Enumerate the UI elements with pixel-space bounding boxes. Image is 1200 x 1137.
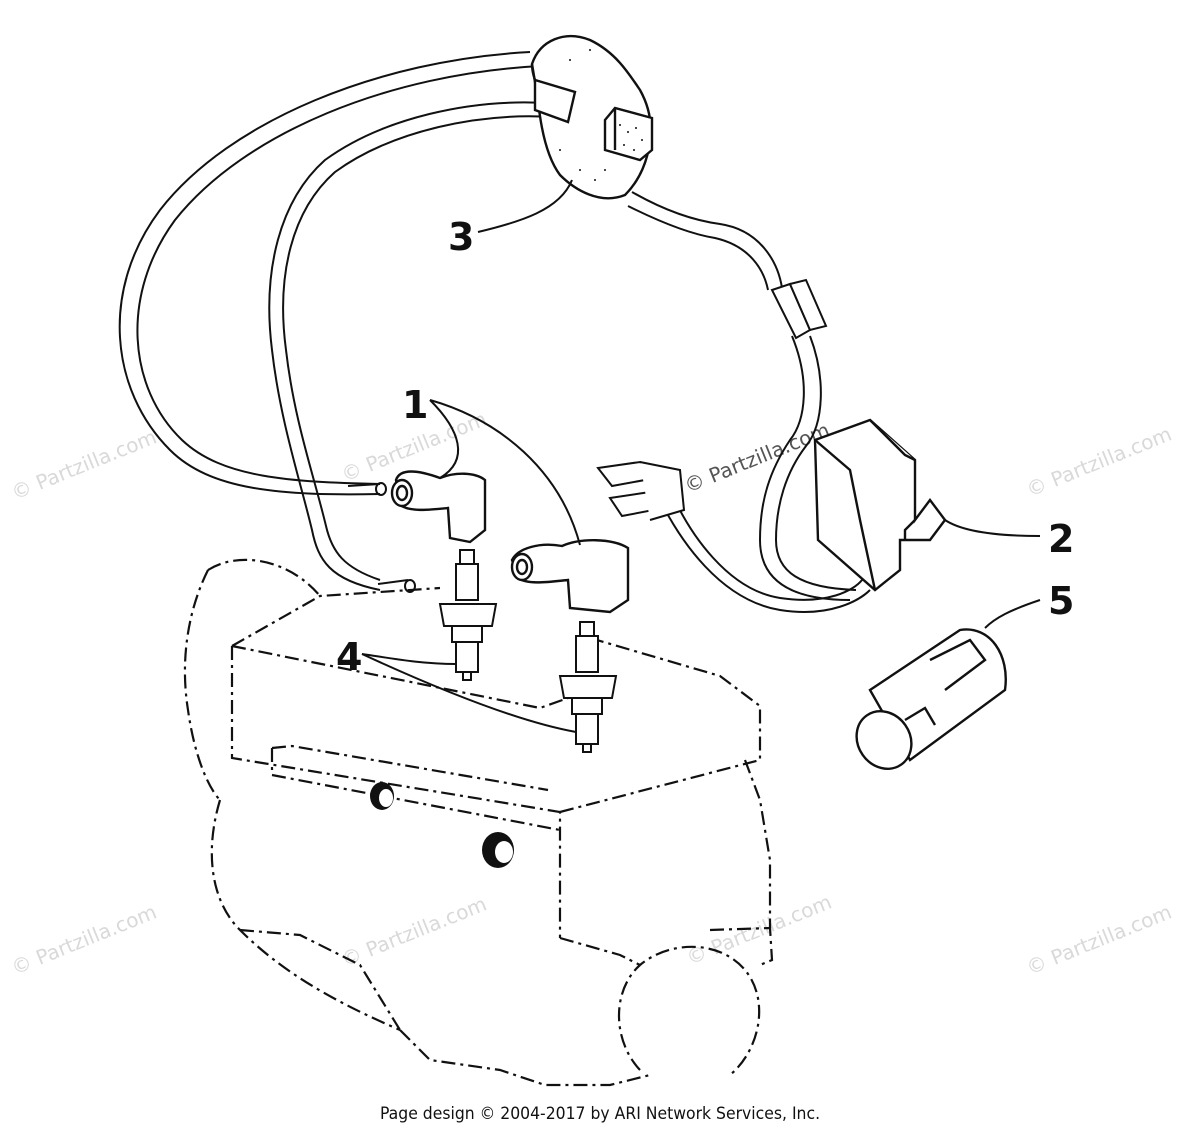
- callout-2: 2: [1048, 517, 1074, 561]
- watermark: © Partzilla.com: [8, 900, 160, 980]
- leader-lines: [361, 179, 1041, 733]
- watermark: © Partzilla.com: [1023, 900, 1175, 980]
- capacitor: [855, 628, 1007, 770]
- watermark: © Partzilla.com: [683, 890, 835, 970]
- callout-1: 1: [402, 383, 428, 427]
- footer-copyright: Page design © 2004-2017 by ARI Network S…: [379, 1104, 821, 1124]
- cdi-module: [813, 418, 947, 592]
- watermark: © Partzilla.com: [8, 425, 160, 505]
- callout-4: 4: [336, 635, 362, 679]
- spark-plug-right: [558, 621, 618, 753]
- watermark: © Partzilla.com: [338, 892, 490, 972]
- cdi-connector: [596, 460, 686, 521]
- ignition-coil: [530, 35, 654, 200]
- watermark: © Partzilla.com: [1023, 422, 1175, 502]
- coil-stipple: [559, 49, 643, 181]
- spark-plug-left: [438, 549, 498, 681]
- spark-plug-cap-left: [390, 470, 487, 544]
- coil-connectors: [770, 278, 828, 340]
- spark-plug-cap-right: [510, 539, 630, 614]
- callout-labels: 1 2 3 4 5: [336, 215, 1074, 679]
- callout-5: 5: [1048, 579, 1074, 623]
- watermark: © Partzilla.com: [681, 418, 833, 498]
- lead-ends: [347, 482, 416, 593]
- callout-3: 3: [448, 215, 474, 259]
- engine-outline: [183, 558, 774, 1087]
- high-tension-leads: [118, 51, 871, 613]
